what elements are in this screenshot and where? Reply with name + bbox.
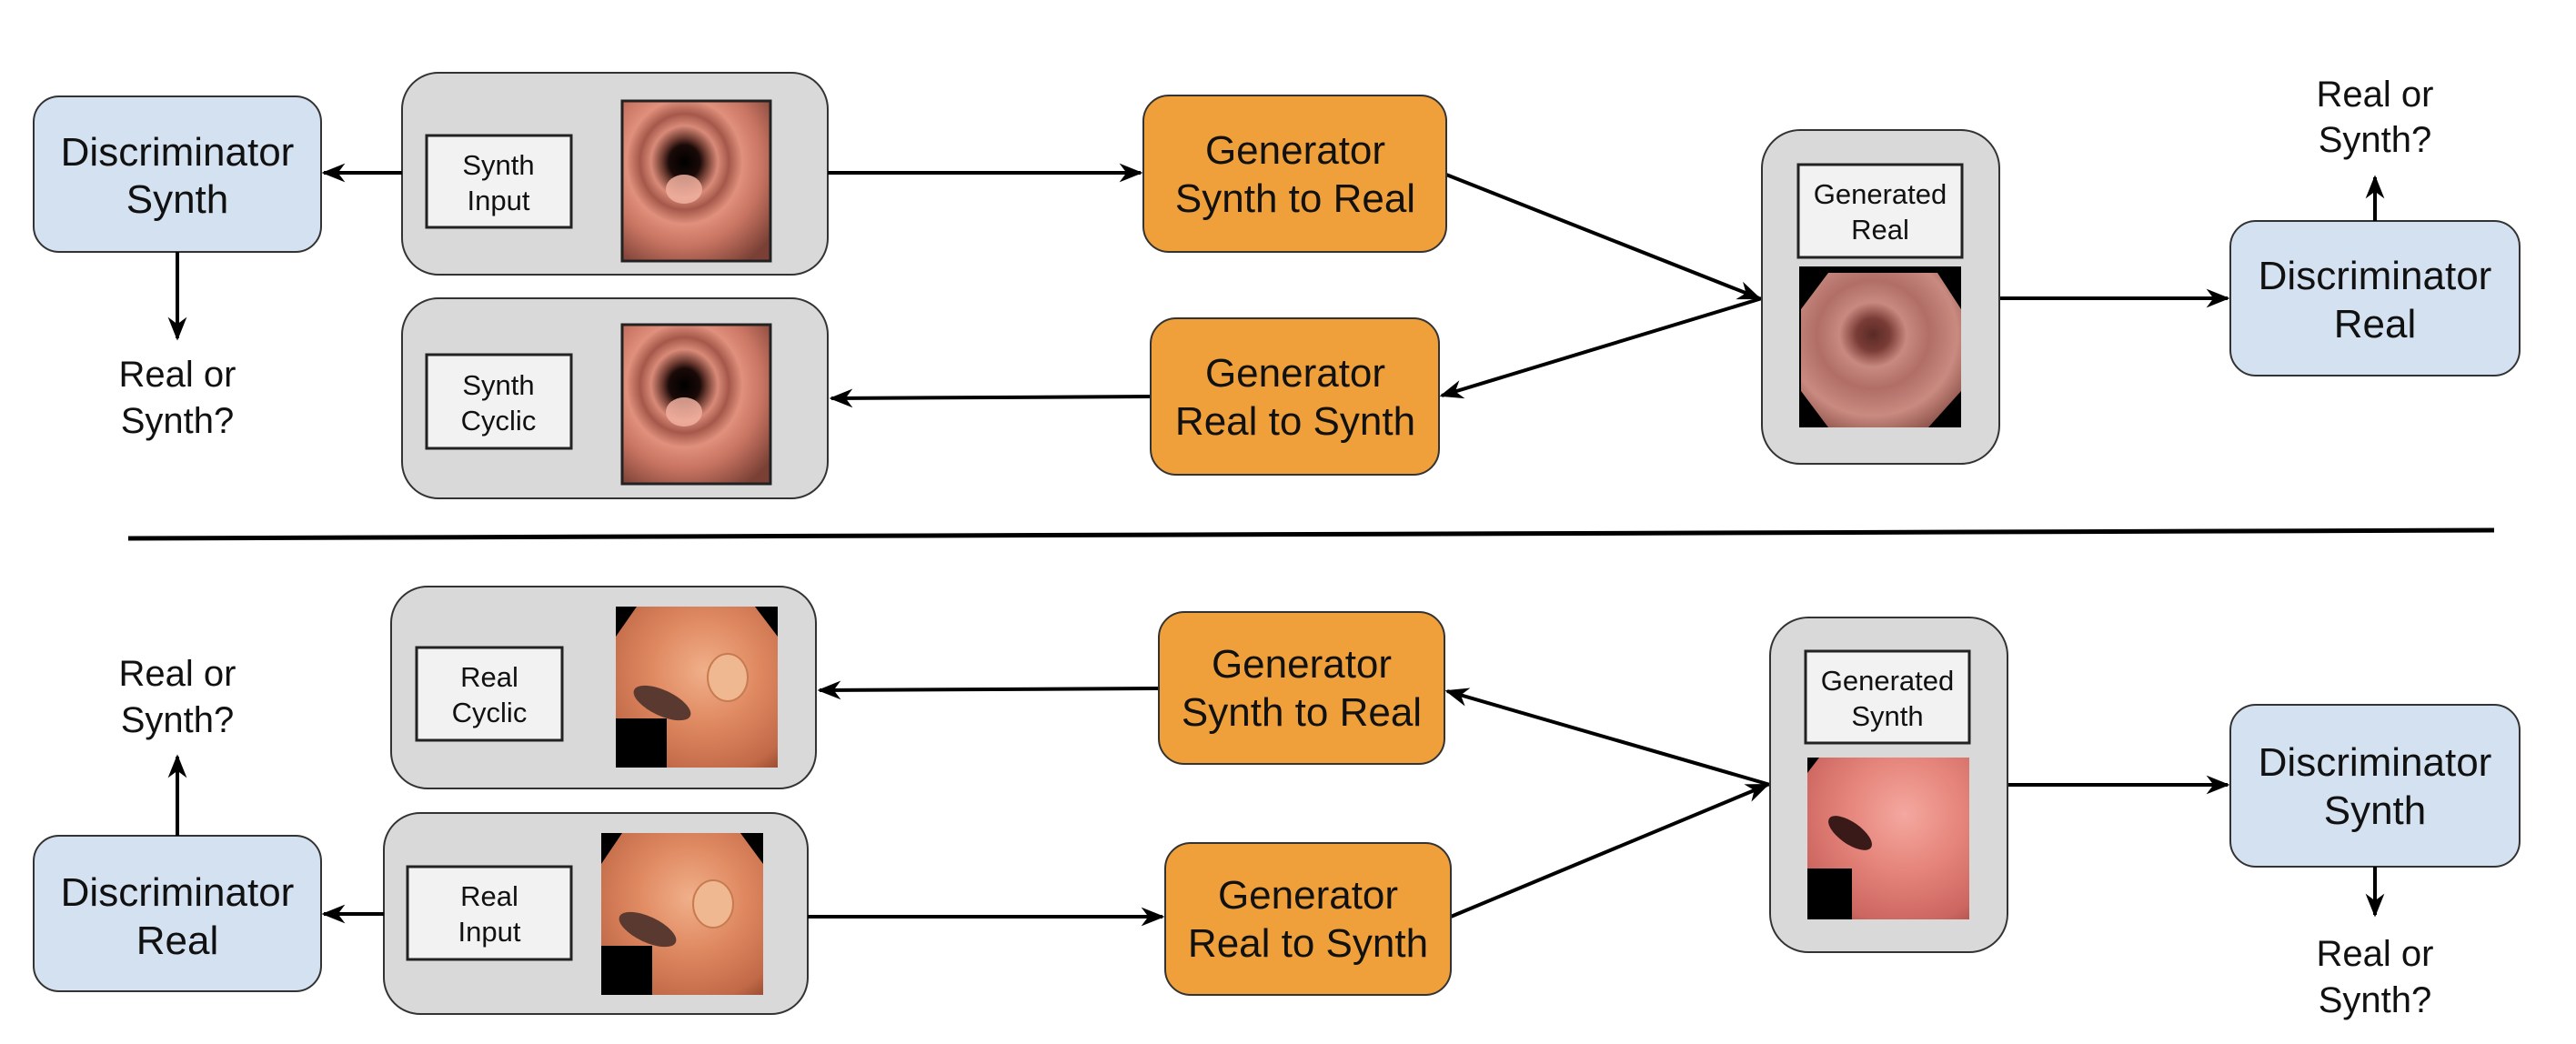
bottom-discriminator-real[interactable]: Discriminator Real (33, 835, 322, 992)
panel-label-line2: Cyclic (452, 697, 528, 728)
panel-label-box (406, 865, 573, 961)
arrow-generator-back-to-cyclic (817, 680, 1160, 700)
bottom-generator-real-to-synth[interactable]: Generator Real to Synth (1164, 842, 1452, 996)
output-line2: Synth? (2319, 980, 2432, 1020)
top-right-output-text: Real or Synth? (2317, 75, 2434, 160)
panel-label-line1: Real (460, 880, 518, 912)
synth-input-panel[interactable]: Synth Input (401, 72, 829, 276)
arrow-generator-to-generated (1445, 173, 1762, 300)
generated-synth-colon-image (1807, 758, 1969, 919)
top-generator-synth-to-real[interactable]: Generator Synth to Real (1142, 95, 1447, 253)
panel-label-line1: Synth (462, 369, 534, 401)
panel-label-line2: Real (1851, 214, 1909, 246)
node-subtitle: Synth to Real (1182, 690, 1422, 735)
node-subtitle: Synth (2324, 788, 2427, 833)
node-title: Discriminator (61, 130, 295, 175)
node-title: Generator (1218, 873, 1398, 918)
panel-label-line1: Real (460, 661, 518, 693)
node-title: Discriminator (2259, 740, 2492, 785)
top-discriminator-real[interactable]: Discriminator Real (2229, 220, 2521, 376)
arrow-generated-to-generator-back (1439, 296, 1763, 399)
top-cycle: Discriminator Synth Real or Synth? Synth… (33, 72, 2521, 499)
panel-label-box (425, 134, 573, 229)
top-generator-real-to-synth[interactable]: Generator Real to Synth (1150, 317, 1440, 476)
node-subtitle: Synth (126, 177, 229, 222)
bottom-generator-synth-to-real[interactable]: Generator Synth to Real (1158, 611, 1445, 765)
bottom-cycle: Discriminator Real Real or Synth? Real C… (33, 586, 2521, 1020)
bottom-left-output-text: Real or Synth? (119, 654, 236, 740)
top-discriminator-synth[interactable]: Discriminator Synth (33, 95, 322, 253)
node-subtitle: Synth to Real (1175, 176, 1415, 221)
output-line1: Real or (2317, 934, 2434, 974)
panel-label-box (425, 353, 573, 450)
panel-label-box (415, 646, 564, 742)
panel-label-box (1796, 163, 1964, 259)
arrow-generator-to-generated (1450, 783, 1770, 919)
real-cyclic-panel[interactable]: Real Cyclic (390, 586, 817, 789)
output-line2: Synth? (2319, 120, 2432, 160)
bottom-right-output-text: Real or Synth? (2317, 934, 2434, 1020)
node-subtitle: Real to Synth (1175, 399, 1415, 444)
node-title: Generator (1205, 351, 1385, 396)
panel-label-line2: Cyclic (461, 405, 537, 437)
panel-label-line2: Input (468, 185, 530, 216)
generated-synth-panel[interactable]: Generated Synth (1769, 617, 2008, 953)
arrow-generated-to-generator-back (1444, 688, 1771, 787)
arrow-generator-back-to-cyclic (829, 388, 1152, 408)
output-line1: Real or (119, 355, 236, 395)
top-left-output-text: Real or Synth? (119, 355, 236, 441)
real-colonoscopy-image (601, 833, 763, 995)
node-title: Generator (1205, 128, 1385, 173)
node-title: Discriminator (2259, 254, 2492, 298)
synth-cyclic-panel[interactable]: Synth Cyclic (401, 297, 829, 499)
node-title: Generator (1212, 642, 1392, 687)
panel-label-box (1804, 649, 1971, 745)
output-line2: Synth? (121, 700, 235, 740)
bottom-discriminator-synth[interactable]: Discriminator Synth (2229, 704, 2521, 868)
node-subtitle: Real (136, 919, 219, 963)
generated-real-panel[interactable]: Generated Real (1761, 129, 2000, 465)
generated-real-colon-image (1799, 266, 1961, 427)
panel-label-line2: Input (458, 916, 521, 948)
panel-label-line1: Synth (462, 149, 534, 181)
panel-label-line2: Synth (1851, 700, 1923, 732)
output-line1: Real or (2317, 75, 2434, 115)
output-line2: Synth? (121, 401, 235, 441)
synthetic-colon-image (620, 99, 772, 263)
section-divider (127, 527, 2495, 541)
synthetic-colon-image (620, 323, 772, 486)
panel-label-line1: Generated (1814, 178, 1947, 210)
node-title: Discriminator (61, 870, 295, 915)
node-subtitle: Real (2334, 302, 2417, 346)
real-input-panel[interactable]: Real Input (383, 812, 809, 1015)
output-line1: Real or (119, 654, 236, 694)
real-colonoscopy-image (616, 607, 778, 768)
panel-label-line1: Generated (1821, 665, 1955, 697)
node-subtitle: Real to Synth (1188, 921, 1428, 966)
